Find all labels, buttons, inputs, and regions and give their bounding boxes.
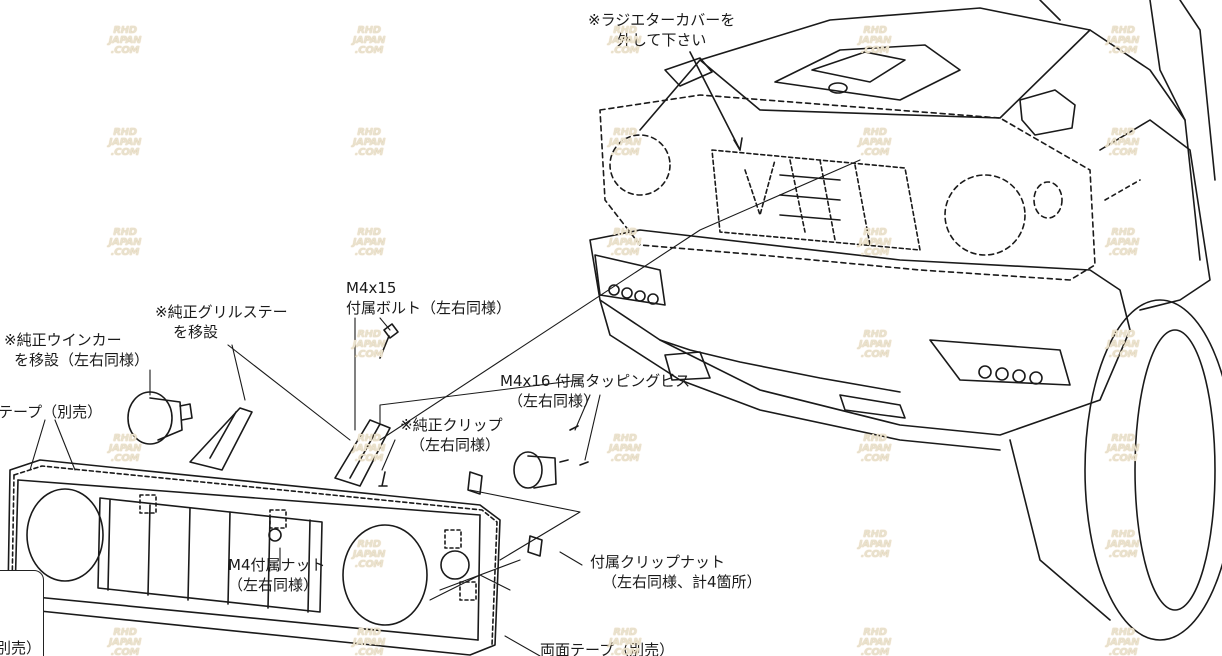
label-note-box: 別売） — [0, 638, 41, 656]
label-winker: ※純正ウインカー を移設（左右同様） — [4, 330, 149, 370]
label-radiator-line1: ※ラジエターカバーを — [588, 11, 736, 29]
vehicle-illustration — [589, 0, 1222, 641]
label-note-box-line1: 別売） — [0, 639, 42, 656]
label-nut: M4付属ナット （左右同様） — [228, 555, 326, 595]
label-radiator-line2: 外して下さい — [616, 31, 707, 49]
label-winker-line1: ※純正ウインカー — [4, 331, 122, 349]
label-clip-line1: ※純正クリップ — [400, 416, 503, 434]
note-box — [0, 570, 44, 656]
label-clip-nut-line1: 付属クリップナット — [590, 553, 726, 571]
label-bolt-line1: M4x15 — [346, 279, 397, 297]
parts-illustration — [127, 323, 589, 557]
label-clip: ※純正クリップ （左右同様） — [400, 415, 503, 455]
label-clip-line2: （左右同様） — [410, 436, 501, 454]
label-tapping-screw-line2: （左右同様） — [508, 392, 599, 410]
label-nut-line1: M4付属ナット — [228, 556, 326, 574]
label-tapping-screw-line1: M4x16 付属タッピングビス — [500, 372, 691, 390]
label-bolt-line2: 付属ボルト（左右同様） — [346, 299, 512, 317]
label-tape-bottom: 両面テープ（別売） — [540, 640, 674, 656]
label-clip-nut-line2: （左右同様、計4箇所） — [602, 573, 762, 591]
label-grille-stay-line1: ※純正グリルステー — [155, 303, 288, 321]
label-bolt: M4x15 付属ボルト（左右同様） — [346, 278, 511, 318]
label-grille-stay-line2: を移設 — [173, 323, 219, 341]
label-grille-stay: ※純正グリルステー を移設 — [155, 302, 288, 342]
label-nut-line2: （左右同様） — [228, 576, 319, 594]
label-tape-bottom-line1: 両面テープ（別売） — [540, 641, 675, 656]
label-tapping-screw: M4x16 付属タッピングビス （左右同様） — [500, 371, 690, 411]
label-tape-left-line1: テープ（別売） — [0, 403, 103, 421]
leader-lines — [29, 159, 861, 656]
label-winker-line2: を移設（左右同様） — [14, 351, 150, 369]
label-clip-nut: 付属クリップナット （左右同様、計4箇所） — [590, 552, 762, 592]
label-radiator-cover-note: ※ラジエターカバーを 外して下さい — [588, 10, 735, 50]
label-tape-left: テープ（別売） — [0, 402, 102, 422]
